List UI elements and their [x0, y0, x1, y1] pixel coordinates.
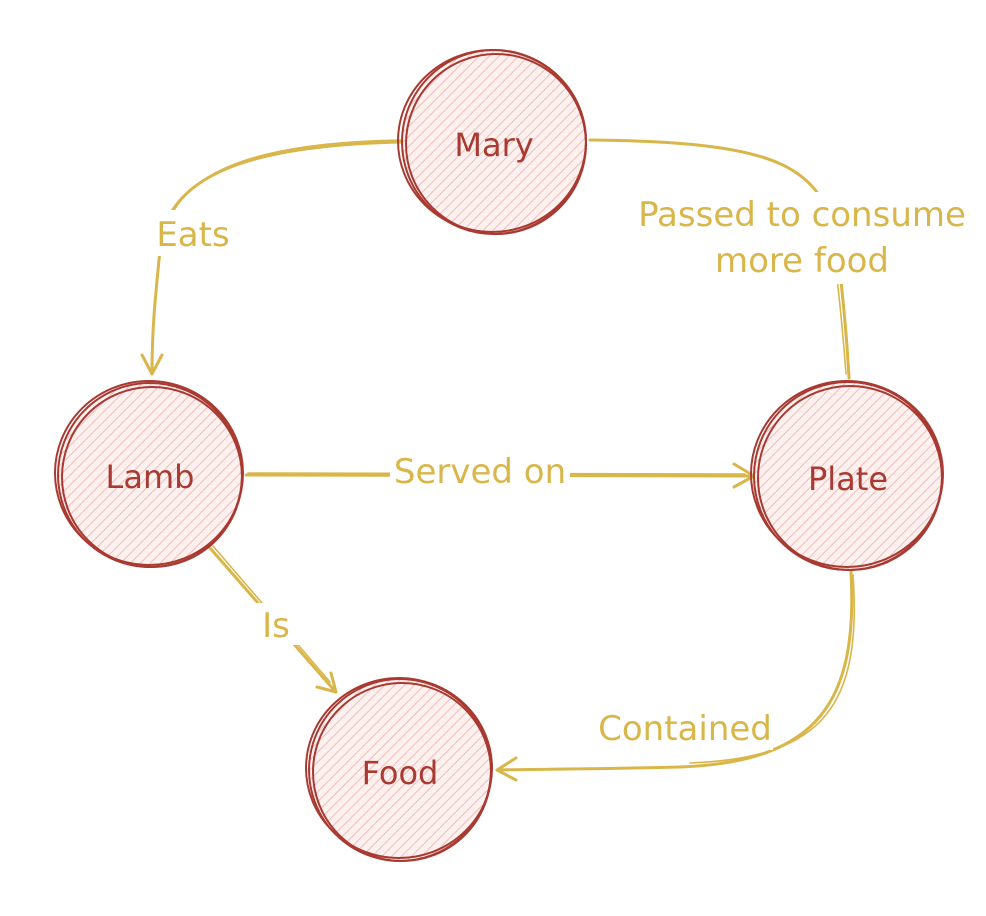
node-label-food: Food	[362, 754, 439, 792]
svg-text:more food: more food	[715, 241, 889, 281]
edge-label-passed: Passed to consume more food	[638, 192, 968, 284]
edge-label-eats: Eats	[148, 210, 238, 256]
edge-contained	[495, 570, 856, 782]
edge-label-is: Is	[250, 603, 302, 646]
node-label-lamb: Lamb	[106, 458, 195, 496]
svg-text:Is: Is	[262, 606, 290, 646]
node-label-plate: Plate	[808, 460, 888, 498]
node-food: Food	[305, 677, 493, 862]
node-mary: Mary	[397, 49, 587, 235]
edge-label-contained: Contained	[598, 708, 773, 750]
node-label-mary: Mary	[454, 126, 533, 164]
svg-text:Served on: Served on	[394, 452, 566, 492]
node-lamb: Lamb	[54, 380, 244, 568]
svg-text:Eats: Eats	[156, 215, 229, 255]
svg-text:Contained: Contained	[598, 709, 772, 749]
edge-label-served-on: Served on	[390, 450, 570, 496]
svg-text:Passed to consume: Passed to consume	[638, 195, 966, 235]
edge-eats	[140, 139, 405, 376]
node-plate: Plate	[750, 380, 944, 571]
